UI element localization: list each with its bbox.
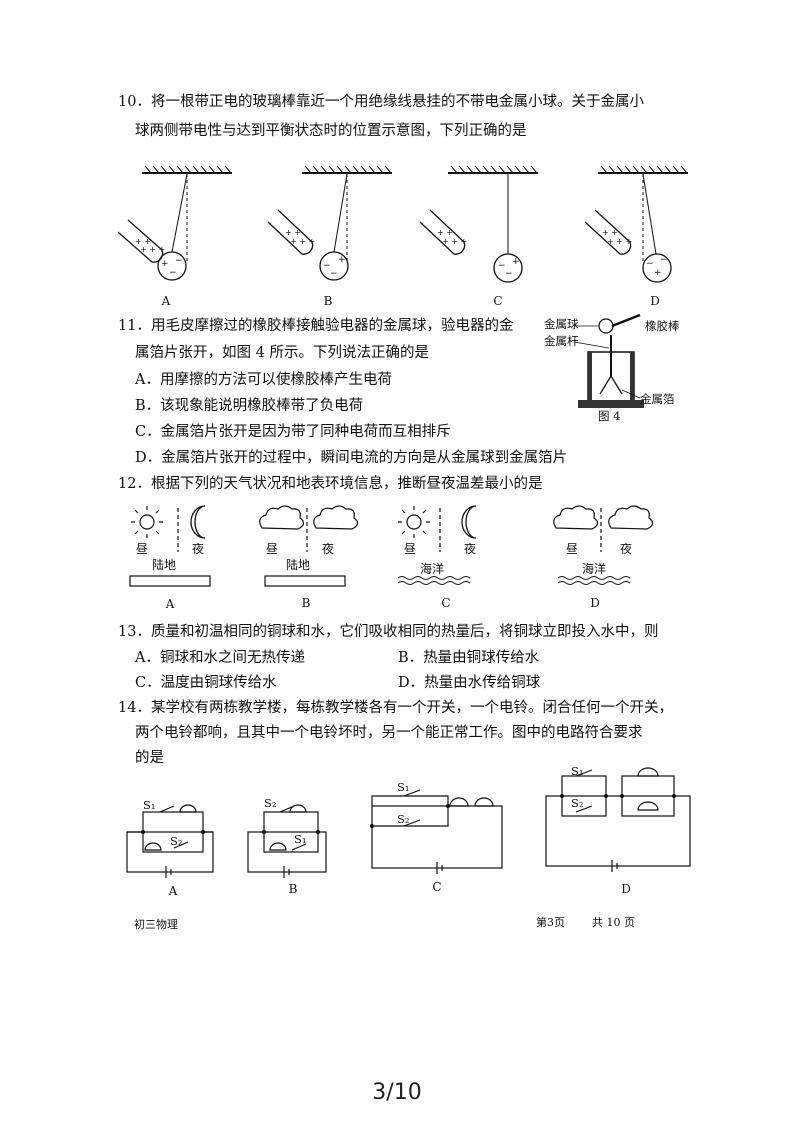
q14-label-a: A (168, 884, 178, 898)
q12-label-c: C (441, 596, 451, 610)
q11-option-a: A．用摩擦的方法可以使橡胶棒产生电荷 (135, 372, 392, 388)
svg-text:+: + (512, 257, 520, 267)
q14-line1: 14．某学校有两栋教学楼，每栋教学楼各有一个开关，一个电铃。闭合任何一个开关， (118, 700, 673, 716)
q10-line2: 球两侧带电性与达到平衡状态时的位置示意图，下列正确的是 (135, 123, 527, 139)
fig4-label-foil: 金属箔 (640, 392, 675, 406)
q13-option-a: A．铜球和水之间无热传递 (135, 650, 305, 666)
svg-text:+: + (654, 268, 662, 278)
page-counter: 3/10 (372, 1080, 422, 1105)
svg-text:+ +: + + (135, 237, 151, 246)
circuit-b-s1: S₁ (294, 832, 307, 846)
fig4-label-rod: 橡胶棒 (645, 319, 680, 333)
svg-text:−: − (646, 259, 654, 269)
q12-a-land: 陆地 (152, 558, 177, 572)
q11-option-d: D．金属箔片张开的过程中，瞬间电流的方向是从金属球到金属箔片 (135, 450, 568, 466)
q14-label-c: C (432, 880, 442, 894)
q14-line2: 两个电铃都响，且其中一个电铃坏时，另一个能正常工作。图中的电路符合要求 (135, 725, 643, 741)
q12-b-land: 陆地 (286, 558, 311, 572)
q12-a-day: 昼 (136, 542, 149, 556)
q14-circuits (126, 767, 691, 878)
q12-b-night: 夜 (322, 542, 335, 556)
q13-line1: 13．质量和初温相同的铜球和水，它们吸收相同的热量后，将铜球立即投入水中，则 (118, 624, 659, 640)
svg-text:+ + +: + + + (290, 237, 315, 246)
svg-text:−: − (505, 269, 513, 279)
circuit-a-s2: S₂ (170, 834, 183, 848)
circuit-a-s1: S₁ (143, 798, 156, 812)
q11-line2: 属箔片张开，如图 4 所示。下列说法正确的是 (135, 345, 429, 361)
svg-text:+: + (161, 259, 169, 269)
footer-total: 共 10 页 (592, 916, 635, 929)
q14-line3: 的是 (135, 750, 164, 766)
q12-a-night: 夜 (192, 542, 205, 556)
svg-text:+ + +: + + + (140, 245, 165, 254)
q12-b-day: 昼 (266, 542, 279, 556)
q12-label-b: B (301, 596, 311, 610)
q10-figures: +−− −−+ −−+ −+− + ++ + + + ++ + + + ++ +… (117, 165, 688, 283)
q14-label-b: B (288, 882, 298, 896)
electroscope-figure (573, 313, 644, 408)
svg-text:+: + (338, 255, 346, 265)
fig4-caption: 图 4 (598, 409, 621, 423)
circuit-d-s1: S₁ (571, 764, 584, 778)
svg-text:−: − (660, 255, 668, 265)
q10-line1: 10．将一根带正电的玻璃棒靠近一个用绝缘线悬挂的不带电金属小球。关于金属小 (118, 94, 644, 110)
q13-option-c: C．温度由铜球传给水 (135, 675, 277, 691)
q13-option-b: B．热量由铜球传给水 (398, 650, 540, 666)
q11-option-b: B．该现象能说明橡胶棒带了负电荷 (135, 398, 364, 414)
svg-text:−: − (175, 256, 183, 266)
svg-text:+ + +: + + + (442, 237, 467, 246)
q11-line1: 11．用毛皮摩擦过的橡胶棒接触验电器的金属球，验电器的金 (118, 318, 514, 334)
q13-option-d: D．热量由水传给铜球 (398, 675, 541, 691)
q12-c-ocean: 海洋 (420, 562, 445, 576)
q14-label-d: D (621, 882, 631, 896)
q12-d-day: 昼 (566, 542, 579, 556)
circuit-b-s2: S₂ (264, 796, 277, 810)
q12-c-day: 昼 (404, 542, 417, 556)
svg-text:−: − (498, 261, 506, 271)
q10-label-c: C (493, 294, 503, 308)
circuit-c-s1: S₁ (397, 780, 410, 794)
q12-label-d: D (590, 596, 600, 610)
q12-line1: 12．根据下列的天气状况和地表环境信息，推断昼夜温差最小的是 (118, 476, 543, 492)
fig4-label-stem: 金属杆 (544, 334, 579, 348)
q12-figures (129, 505, 654, 587)
fig4-label-ball: 金属球 (544, 317, 579, 331)
q11-option-c: C．金属箔片张开是因为带了同种电荷而互相排斥 (135, 424, 451, 440)
footer-page: 第3页 (536, 916, 565, 929)
q10-label-b: B (323, 294, 333, 308)
circuit-d-s2: S₂ (571, 796, 584, 810)
q12-c-night: 夜 (464, 542, 477, 556)
q10-label-d: D (650, 294, 660, 308)
svg-text:+ +: + + (285, 228, 301, 237)
svg-text:−: − (169, 268, 177, 278)
q12-d-night: 夜 (620, 542, 633, 556)
svg-text:+ +: + + (602, 228, 618, 237)
svg-text:+ +: + + (437, 228, 453, 237)
svg-text:−: − (330, 269, 338, 279)
svg-text:+ + +: + + + (607, 237, 632, 246)
svg-text:−: − (323, 261, 331, 271)
footer-subject: 初三物理 (134, 918, 178, 931)
q10-label-a: A (161, 294, 171, 308)
q12-label-a: A (165, 597, 175, 611)
q12-d-ocean: 海洋 (582, 562, 607, 576)
circuit-c-s2: S₂ (397, 812, 410, 826)
